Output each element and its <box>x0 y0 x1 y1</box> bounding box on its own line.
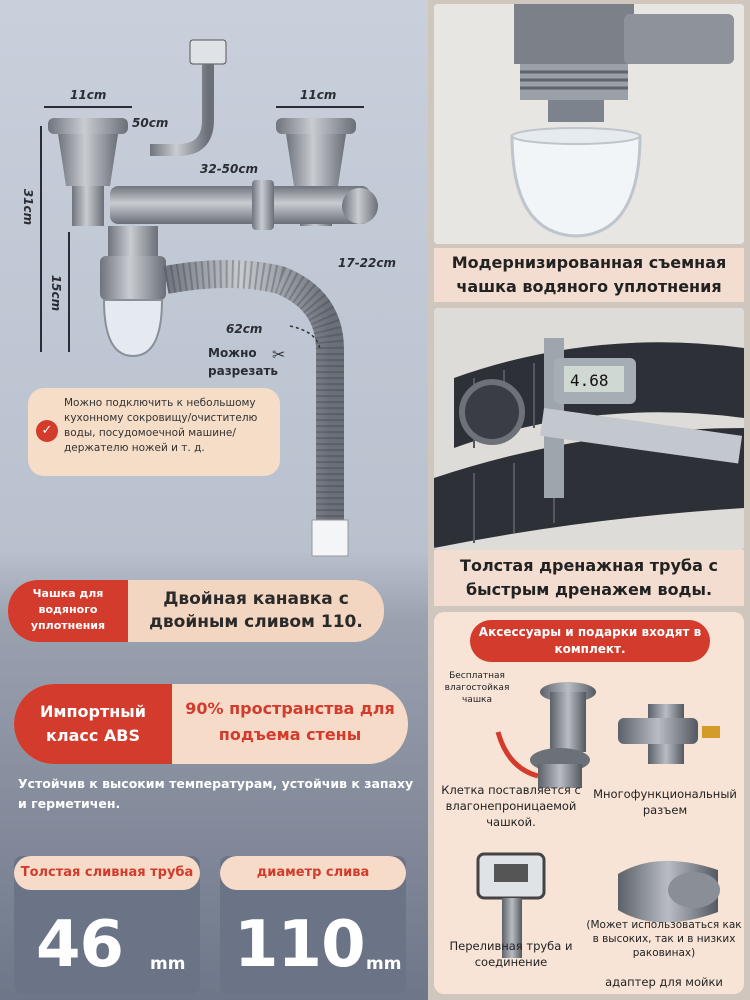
dim-hose-length: 62cm <box>226 322 263 336</box>
dim-left-basin-width: 11cm <box>70 88 107 102</box>
free-cup-label: Бесплатная влагостойкая чашка <box>444 671 510 705</box>
seal-cup-caption: Модернизированная съемная чашка водяного… <box>434 248 744 302</box>
spec-drain-diameter: диаметр слива 110 mm <box>220 856 406 994</box>
callout-text: Можно подключить к небольшому кухонному … <box>64 397 258 454</box>
dim-total-height: 31cm <box>21 188 36 226</box>
item-cage-cup: Клетка поставляется с влагонепроницаемой… <box>441 783 581 829</box>
caliper-pipe-illustration: 4.68 <box>434 308 744 550</box>
dim-right-basin-width: 11cm <box>300 88 337 102</box>
item-overflow: Переливная труба и соединение <box>449 939 573 969</box>
resistance-text: Устойчив к высоким температурам, устойчи… <box>18 776 414 811</box>
accessories-section: Аксессуары и подарки входят в комплект. … <box>434 612 744 994</box>
spec-label: Толстая сливная труба <box>14 856 200 890</box>
item-adapter-note: (Может использоваться как в высоких, так… <box>586 919 742 959</box>
seal-cup-photo <box>434 4 744 244</box>
check-icon: ✓ <box>36 420 58 442</box>
spec-unit: mm <box>366 954 402 974</box>
dim-trap-height: 15cm <box>49 274 64 312</box>
spec-unit: mm <box>150 954 186 974</box>
item-adapter: адаптер для мойки <box>605 975 723 989</box>
feature-badge: Чашка для водяного уплотнения <box>8 580 128 642</box>
dim-connector-length: 32-50cm <box>200 162 258 176</box>
compatibility-callout: ✓ Можно подключить к небольшому кухонном… <box>28 388 280 476</box>
feature-abs: Импортный класс ABS 90% пространства для… <box>14 684 408 764</box>
spec-pipe-thickness: Толстая сливная труба 46 mm <box>14 856 200 994</box>
product-diagram-area: ✂ 11cm 11cm 50cm 32-50cm 17-22cm 31cm 15… <box>0 0 428 1000</box>
accessory-illustrations <box>476 682 720 958</box>
item-connector: Многофункциональный разъем <box>593 787 737 817</box>
seal-cup-illustration <box>434 4 744 244</box>
feature-text: Двойная канавка с двойным сливом 110. <box>149 589 363 632</box>
feature-badge: Импортный класс ABS <box>14 684 172 764</box>
dim-offset: 17-22cm <box>338 256 396 270</box>
dim-overflow-length: 50cm <box>132 116 169 130</box>
sink-drain-diagram: ✂ <box>48 39 378 557</box>
spec-value: 46 <box>36 908 124 982</box>
caliper-reading: 4.68 <box>570 371 609 390</box>
spec-value: 110 <box>234 908 366 982</box>
svg-text:✂: ✂ <box>272 345 285 364</box>
spec-label: диаметр слива <box>220 856 406 890</box>
feature-double-drain: Чашка для водяного уплотнения Двойная ка… <box>8 580 384 642</box>
feature-text: 90% пространства для подъема стены <box>185 699 395 744</box>
drain-pipe-photo: 4.68 <box>434 308 744 550</box>
cut-note: Можно разрезать <box>208 346 279 378</box>
accessories-title: Аксессуары и подарки входят в комплект. <box>470 620 710 662</box>
drain-pipe-caption: Толстая дренажная труба с быстрым дренаж… <box>434 550 744 606</box>
